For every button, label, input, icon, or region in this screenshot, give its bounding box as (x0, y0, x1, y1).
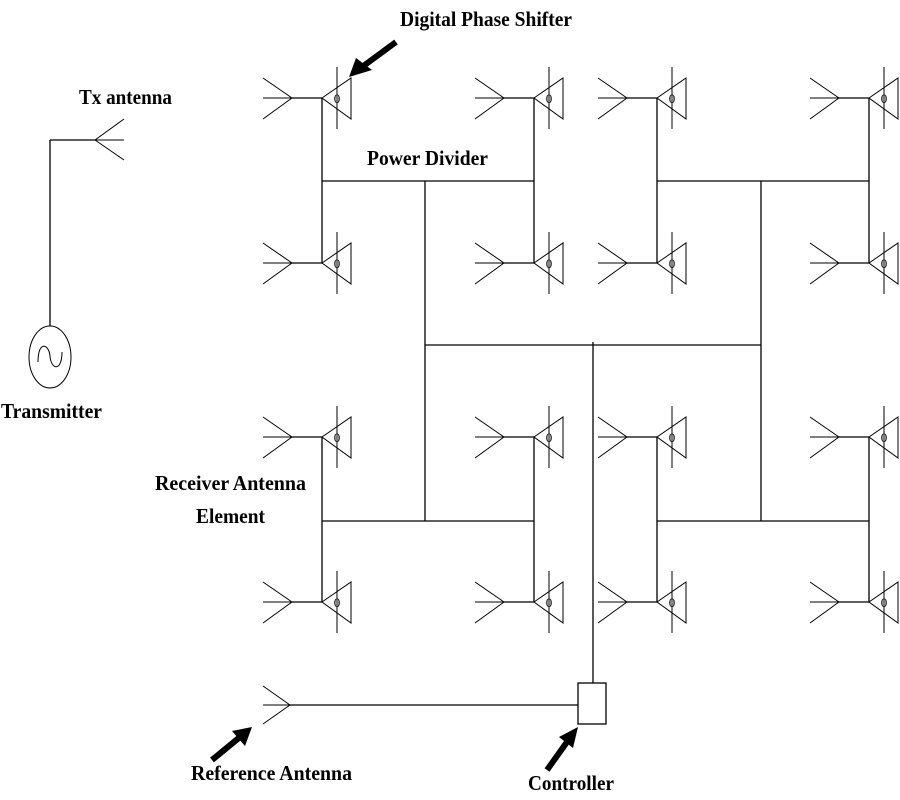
phase-shifter-icon: 0 (656, 406, 687, 468)
power-divider-network (321, 98, 870, 683)
antenna-icon (597, 416, 628, 459)
antenna-icon (262, 77, 293, 120)
phase-shifter-icon: 0 (868, 232, 899, 294)
receiver-antenna-element: 0 (474, 571, 564, 633)
reference-antenna-icon (262, 685, 291, 725)
antenna-icon (809, 581, 840, 624)
antenna-icon (262, 416, 293, 459)
phase-shifter-symbol: 0 (881, 256, 888, 271)
phase-shifter-icon: 0 (656, 571, 687, 633)
antenna-icon (809, 242, 840, 285)
phase-shifter-symbol: 0 (546, 430, 553, 445)
phase-shifter-icon: 0 (321, 571, 352, 633)
phase-shifter-symbol: 0 (669, 91, 676, 106)
phase-shifter-icon: 0 (533, 571, 564, 633)
receiver-antenna-element: 0 (809, 406, 899, 468)
antenna-icon (474, 242, 505, 285)
antenna-icon (597, 77, 628, 120)
label-receiver-antenna-element: Receiver Antenna (155, 471, 306, 495)
phase-shifter-symbol: 0 (881, 595, 888, 610)
phase-shifter-icon: 0 (321, 406, 352, 468)
phase-shifter-icon: 0 (533, 232, 564, 294)
phase-shifter-symbol: 0 (669, 256, 676, 271)
phase-shifter-icon: 0 (656, 67, 687, 129)
phase-shifter-icon: 0 (321, 67, 352, 129)
tx-antenna-icon (94, 118, 125, 161)
sine-wave-icon (37, 345, 63, 368)
label-power-divider: Power Divider (367, 146, 488, 170)
label-tx-antenna: Tx antenna (79, 85, 172, 109)
arrow-icon (210, 727, 252, 763)
receiver-antenna-element: 0 (809, 232, 899, 294)
label-reference-antenna: Reference Antenna (191, 761, 352, 785)
antenna-icon (597, 581, 628, 624)
receiver-antenna-element: 0 (262, 232, 352, 294)
label-transmitter: Transmitter (1, 399, 102, 423)
phase-shifter-symbol: 0 (669, 430, 676, 445)
receiver-antenna-element: 0 (809, 67, 899, 129)
callout-arrows (210, 39, 578, 772)
phase-shifter-icon: 0 (533, 67, 564, 129)
antenna-icon (474, 416, 505, 459)
receiver-antenna-element: 0 (474, 406, 564, 468)
receiver-antenna-element: 0 (597, 406, 687, 468)
controller-box (577, 682, 607, 725)
phase-shifter-icon: 0 (868, 67, 899, 129)
antenna-array: 0 0 0 0 0 0 0 0 0 0 0 0 0 0 0 0 (262, 67, 899, 633)
phase-shifter-icon: 0 (321, 232, 352, 294)
phase-shifter-symbol: 0 (669, 595, 676, 610)
label-digital-phase-shifter: Digital Phase Shifter (400, 7, 572, 31)
antenna-icon (809, 416, 840, 459)
antenna-icon (474, 77, 505, 120)
arrow-icon (544, 727, 578, 772)
receiver-antenna-element: 0 (597, 67, 687, 129)
phase-shifter-symbol: 0 (334, 595, 341, 610)
phase-shifter-icon: 0 (868, 571, 899, 633)
receiver-antenna-element: 0 (597, 232, 687, 294)
receiver-antenna-element: 0 (262, 406, 352, 468)
phase-shifter-icon: 0 (868, 406, 899, 468)
phase-shifter-symbol: 0 (334, 256, 341, 271)
antenna-icon (262, 242, 293, 285)
receiver-antenna-element: 0 (597, 571, 687, 633)
label-receiver-antenna-element-line2: Element (196, 504, 265, 528)
receiver-antenna-element: 0 (262, 67, 352, 129)
phase-shifter-symbol: 0 (881, 430, 888, 445)
phase-shifter-symbol: 0 (881, 91, 888, 106)
label-controller: Controller (528, 771, 614, 795)
transmitter-group (28, 118, 125, 389)
receiver-antenna-element: 0 (809, 571, 899, 633)
phase-shifter-symbol: 0 (546, 91, 553, 106)
antenna-icon (597, 242, 628, 285)
arrow-icon (349, 39, 398, 77)
phase-shifter-symbol: 0 (334, 91, 341, 106)
antenna-icon (262, 581, 293, 624)
antenna-icon (474, 581, 505, 624)
phase-shifter-icon: 0 (656, 232, 687, 294)
receiver-antenna-element: 0 (474, 232, 564, 294)
antenna-icon (809, 77, 840, 120)
reference-antenna-group (262, 682, 607, 725)
phase-shifter-symbol: 0 (546, 256, 553, 271)
receiver-antenna-element: 0 (474, 67, 564, 129)
phase-shifter-icon: 0 (533, 406, 564, 468)
phase-shifter-symbol: 0 (334, 430, 341, 445)
phase-shifter-symbol: 0 (546, 595, 553, 610)
receiver-antenna-element: 0 (262, 571, 352, 633)
